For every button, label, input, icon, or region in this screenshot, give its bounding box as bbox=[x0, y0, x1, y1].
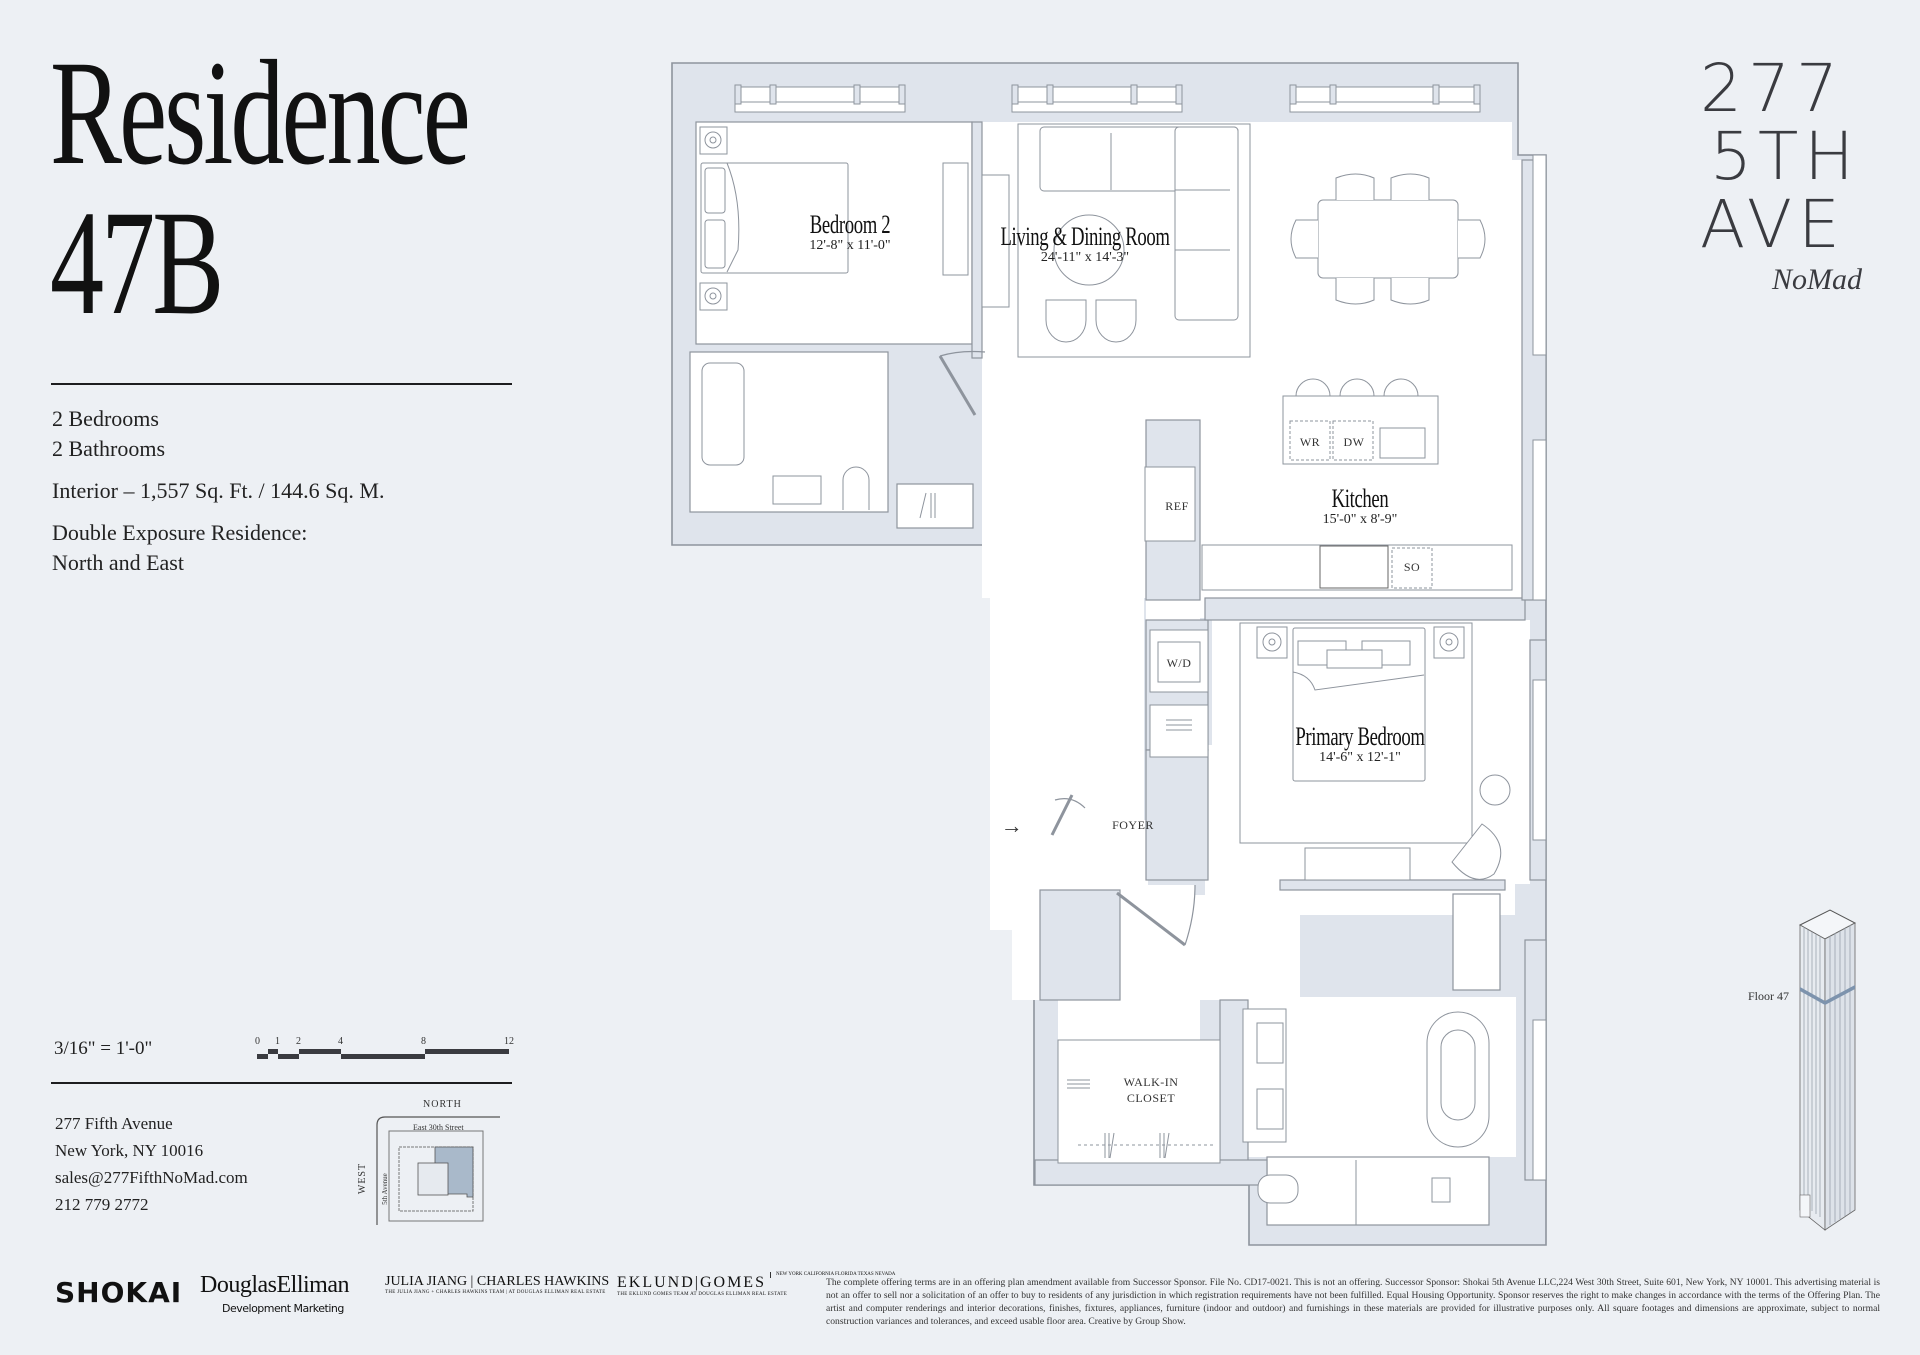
room-living-dining: Living & Dining Room 24'-11" x 14'-3" bbox=[968, 222, 1203, 266]
title-divider bbox=[51, 383, 512, 385]
exposure-line-2: North and East bbox=[52, 550, 184, 575]
walk-in-closet-label: WALK-IN CLOSET bbox=[1124, 1074, 1179, 1106]
room-name: Primary Bedroom bbox=[1295, 722, 1425, 751]
scale-tick: 4 bbox=[338, 1036, 343, 1047]
brand-line-1: 277 bbox=[1700, 50, 1844, 127]
scale-bar-graphic bbox=[257, 1049, 509, 1059]
wine-refrigerator-label: WR bbox=[1299, 435, 1321, 449]
scale-tick: 12 bbox=[504, 1036, 514, 1047]
brand-neighborhood: NoMad bbox=[1772, 263, 1862, 296]
douglas-elliman-sub: Development Marketing bbox=[222, 1302, 344, 1315]
walk-in-line-1: WALK-IN bbox=[1123, 1075, 1179, 1089]
dishwasher-label: DW bbox=[1343, 435, 1365, 449]
address-block: 277 Fifth Avenue New York, NY 10016 sale… bbox=[55, 1110, 248, 1218]
room-primary-bedroom: Primary Bedroom 14'-6" x 12'-1" bbox=[1270, 722, 1450, 766]
brand-line-2: 5TH bbox=[1710, 118, 1860, 195]
scale-tick: 8 bbox=[421, 1036, 426, 1047]
room-name: Bedroom 2 bbox=[809, 210, 891, 239]
key-map-graphic bbox=[376, 1116, 500, 1225]
entry-arrow-icon: → bbox=[1000, 813, 1024, 838]
bathrooms-count: 2 Bathrooms bbox=[52, 436, 166, 461]
brand-logo: 277 5TH AVE NoMad bbox=[1700, 55, 1870, 297]
refrigerator-label: REF bbox=[1165, 499, 1189, 513]
brand-line-3: AVE bbox=[1700, 186, 1846, 263]
site-key-map: NORTH WEST East 30th Street 5th Avenue bbox=[355, 1095, 515, 1225]
eklund-gomes-name: EKLUND|GOMES bbox=[617, 1274, 766, 1291]
legal-disclaimer: The complete offering terms are in an of… bbox=[826, 1277, 1880, 1327]
exposure-line-1: Double Exposure Residence: bbox=[52, 520, 308, 545]
douglas-elliman-logo: DouglasElliman Development Marketing bbox=[200, 1272, 349, 1315]
eklund-gomes-states: NEW YORK CALIFORNIA FLORIDA TEXAS NEVADA bbox=[770, 1272, 895, 1278]
julia-jiang-sub: THE JULIA JIANG + CHARLES HAWKINS TEAM |… bbox=[385, 1290, 606, 1295]
julia-jiang-name: JULIA JIANG | CHARLES HAWKINS bbox=[385, 1274, 610, 1289]
unit-facts: 2 Bedrooms 2 Bathrooms Interior – 1,557 … bbox=[52, 404, 384, 578]
partner-logos: SHOKAI DouglasElliman Development Market… bbox=[0, 1262, 895, 1322]
room-dimensions: 12'-8" x 11'-0" bbox=[809, 238, 891, 253]
sales-phone[interactable]: 212 779 2772 bbox=[55, 1195, 149, 1214]
room-dimensions: 15'-0" x 8'-9" bbox=[1322, 512, 1398, 527]
building-tower-icon bbox=[1798, 909, 1857, 1231]
julia-jiang-logo: JULIA JIANG | CHARLES HAWKINS THE JULIA … bbox=[385, 1274, 609, 1295]
scale-tick: 0 bbox=[255, 1036, 260, 1047]
room-name: Kitchen bbox=[1331, 484, 1389, 513]
scale-divider bbox=[51, 1082, 512, 1084]
washer-dryer-label: W/D bbox=[1166, 656, 1192, 670]
douglas-elliman-name: DouglasElliman bbox=[200, 1272, 349, 1298]
room-bedroom-2: Bedroom 2 12'-8" x 11'-0" bbox=[794, 210, 906, 254]
interior-area: Interior – 1,557 Sq. Ft. / 144.6 Sq. M. bbox=[52, 478, 385, 503]
scale-label: 3/16" = 1'-0" bbox=[54, 1038, 153, 1059]
room-name: Living & Dining Room bbox=[1000, 222, 1170, 251]
scale-tick: 2 bbox=[296, 1036, 301, 1047]
room-dimensions: 14'-6" x 12'-1" bbox=[1319, 750, 1401, 765]
room-kitchen: Kitchen 15'-0" x 8'-9" bbox=[1321, 484, 1400, 528]
shokai-logo: SHOKAI bbox=[55, 1276, 183, 1309]
address-street: 277 Fifth Avenue bbox=[55, 1114, 173, 1133]
title-line-2: 47B bbox=[50, 180, 224, 346]
sales-email[interactable]: sales@277FifthNoMad.com bbox=[55, 1168, 248, 1187]
street-label: East 30th Street bbox=[413, 1123, 464, 1132]
bedrooms-count: 2 Bedrooms bbox=[52, 406, 159, 431]
north-label: NORTH bbox=[423, 1099, 462, 1110]
walk-in-line-2: CLOSET bbox=[1126, 1091, 1176, 1105]
floor-label: Floor 47 bbox=[1748, 989, 1790, 1003]
residence-title: Residence 47B bbox=[50, 38, 471, 346]
scale-tick: 1 bbox=[275, 1036, 280, 1047]
address-city: New York, NY 10016 bbox=[55, 1141, 204, 1160]
eklund-gomes-sub: THE EKLUND GOMES TEAM AT DOUGLAS ELLIMAN… bbox=[617, 1292, 788, 1297]
foyer-label: FOYER bbox=[1112, 818, 1154, 832]
room-dimensions: 24'-11" x 14'-3" bbox=[1040, 250, 1130, 265]
title-line-1: Residence bbox=[50, 30, 471, 196]
speed-oven-label: SO bbox=[1403, 560, 1421, 574]
scale-bar: 0 1 2 4 8 12 bbox=[255, 1036, 515, 1059]
eklund-gomes-logo: EKLUND|GOMES THE EKLUND GOMES TEAM AT DO… bbox=[617, 1272, 895, 1297]
